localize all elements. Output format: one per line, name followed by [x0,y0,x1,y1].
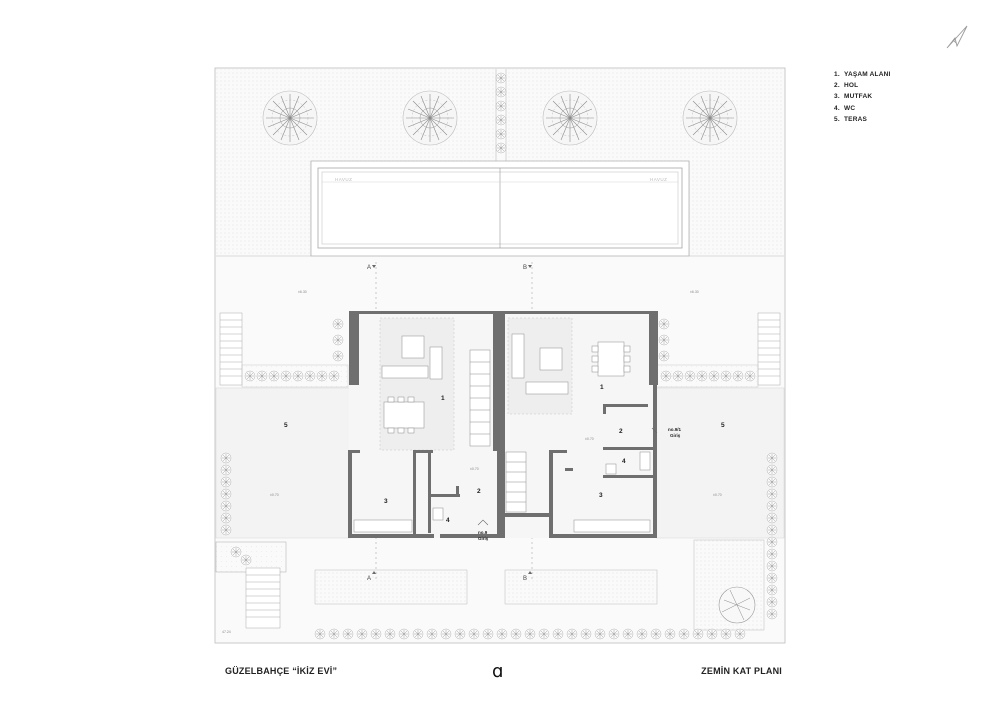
legend-label: HOL [844,82,859,90]
shrub-row-bottom [314,628,746,640]
legend: 1. YAŞAM ALANI 2. HOL 3. MUTFAK 4. WC 5. TERA… [834,69,891,125]
elev-corner: 47.24 [222,630,231,634]
legend-item: 3. MUTFAK [834,91,891,102]
room-left-kitchen: 3 [384,498,388,505]
entry-right-label: Giriş [670,433,681,438]
legend-item: 1. YAŞAM ALANI [834,69,891,80]
elev-hall-left: ±0.70 [470,467,479,471]
elev-terrace-right: ±0.70 [713,493,722,497]
tree-2 [402,90,458,146]
legend-number: 1. [834,71,840,78]
front-planter-right [504,569,658,605]
pool-label-right: HAVUZ [650,177,667,182]
legend-label: MUTFAK [844,93,873,101]
room-left-terrace: 5 [284,422,288,429]
room-left-hall: 2 [477,488,481,495]
studio-logo-icon: ɑ [492,661,503,681]
room-right-terrace: 5 [721,422,725,429]
legend-number: 5. [834,115,840,123]
entry-left-number: no.9 [478,530,488,535]
tree-3 [542,90,598,146]
house-left-walls [348,311,501,538]
pool-label-left: HAVUZ [335,177,352,182]
tree-1 [262,90,318,146]
north-arrow-icon [946,25,968,49]
legend-item: 5. TERAS [834,114,891,125]
tree-4 [682,90,738,146]
elev-hall-right: ±0.70 [585,437,594,441]
bottom-left-stair [215,541,287,629]
terrace-right [655,387,785,539]
room-right-wc: 4 [622,458,626,465]
legend-number: 4. [834,104,840,112]
legend-label: TERAS [844,115,868,123]
upper-garden-right-side [689,161,784,256]
terrace-left [215,387,351,539]
elev-garden-left: ±6.30 [298,290,307,294]
hedge-left [241,318,349,388]
project-title: GÜZELBAHÇE “İKİZ EVİ” [225,666,338,676]
front-planter-left [314,569,468,605]
room-left-wc: 4 [446,517,450,524]
room-right-living: 1 [600,384,604,391]
elev-garden-right: ±6.30 [690,290,699,294]
entry-right-number: no.9/1 [668,427,682,432]
room-left-living: 1 [441,395,445,402]
section-b-top: B [523,265,527,271]
pool [310,160,690,257]
right-garden-stairs [757,312,781,386]
right-furniture [505,333,651,533]
drawing-title: ZEMİN KAT PLANI [701,666,782,676]
elev-terrace-left: ±0.70 [270,493,279,497]
legend-item: 4. WC [834,103,891,114]
legend-number: 2. [834,82,840,90]
legend-number: 3. [834,93,840,101]
svg-text:ɑ: ɑ [492,661,503,681]
house-right-walls [501,311,658,538]
room-right-hall: 2 [619,428,623,435]
left-furniture [353,335,491,533]
upper-garden-left-side [216,161,311,256]
legend-label: YAŞAM ALANI [844,71,891,78]
legend-label: WC [844,104,856,112]
entry-left-label: Giriş [478,536,489,541]
section-a-top: A [367,265,371,271]
bottom-right-garden [693,539,765,631]
room-right-kitchen: 3 [599,492,603,499]
left-garden-stairs [219,312,243,386]
legend-item: 2. HOL [834,80,891,91]
